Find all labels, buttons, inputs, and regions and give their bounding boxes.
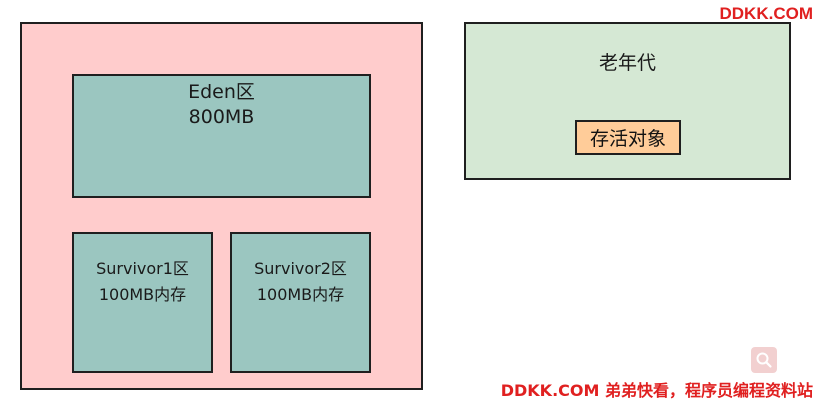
survivor2-name: Survivor2区 <box>254 259 347 278</box>
magnifier-icon[interactable] <box>751 347 777 373</box>
watermark-top: DDKK.COM <box>719 4 814 23</box>
eden-name: Eden区 <box>188 81 255 103</box>
watermark-bottom: DDKK.COM 弟弟快看，程序员编程资料站 <box>500 381 813 400</box>
survivor1-region-box: Survivor1区 100MB内存 <box>72 232 213 373</box>
eden-label: Eden区 800MB <box>74 80 369 130</box>
survivor2-size: 100MB内存 <box>256 285 345 304</box>
survivor1-name: Survivor1区 <box>96 259 189 278</box>
survivor2-label: Survivor2区 100MB内存 <box>232 256 369 308</box>
eden-size: 800MB <box>188 106 255 128</box>
eden-region-box: Eden区 800MB <box>72 74 371 198</box>
old-generation-box: 老年代 <box>464 22 791 180</box>
surviving-object-box: 存活对象 <box>575 120 681 155</box>
survivor1-label: Survivor1区 100MB内存 <box>74 256 211 308</box>
survivor1-size: 100MB内存 <box>98 285 187 304</box>
old-gen-title: 老年代 <box>598 52 656 74</box>
magnifier-glyph <box>756 352 772 368</box>
survivor2-region-box: Survivor2区 100MB内存 <box>230 232 371 373</box>
